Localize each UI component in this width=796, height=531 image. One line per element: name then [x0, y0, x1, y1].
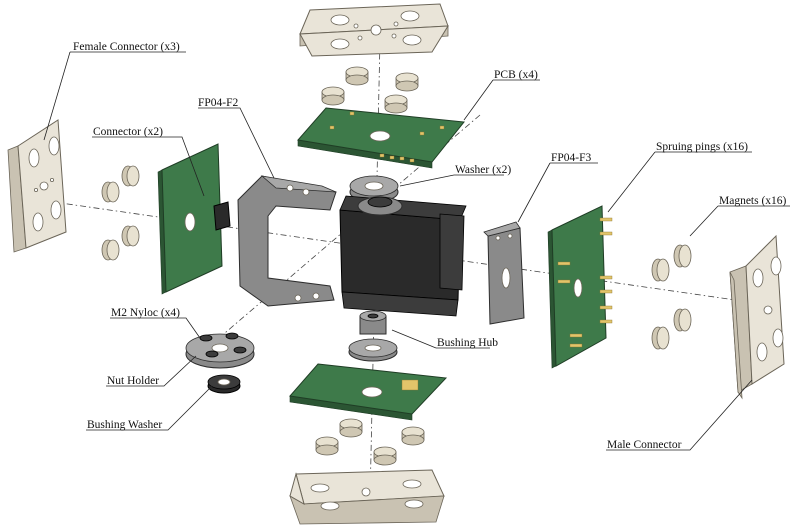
- label-female-connector: Female Connector (x3): [73, 41, 180, 53]
- bottom-female-connector-plate: [289, 469, 445, 525]
- label-nut-holder: Nut Holder: [107, 375, 160, 387]
- bushing-hub: [348, 310, 398, 362]
- left-pcb: [157, 143, 231, 295]
- right-magnets: [651, 244, 692, 350]
- right-pcb: [547, 205, 613, 369]
- label-connector: Connector (x2): [93, 126, 163, 138]
- label-m2-nyloc: M2 Nyloc (x4): [111, 307, 180, 319]
- top-female-connector-plate: [299, 3, 449, 57]
- top-pcb: [297, 107, 465, 169]
- label-bushing-washer: Bushing Washer: [87, 419, 163, 431]
- label-pcb: PCB (x4): [494, 69, 538, 81]
- top-magnets: [321, 66, 419, 114]
- bottom-magnets: [315, 418, 425, 466]
- label-spruing-pings: Spruing pings (x16): [656, 141, 748, 153]
- spruing-pins: [557, 217, 613, 348]
- label-male-connector: Male Connector: [607, 439, 682, 451]
- left-magnets: [101, 165, 140, 261]
- male-connector-plate: [729, 234, 785, 400]
- bushing-washer: [207, 374, 241, 394]
- fp04-f3-bracket: [483, 221, 525, 325]
- label-magnets: Magnets (x16): [719, 195, 787, 207]
- fp04-f2-bracket: [237, 175, 337, 307]
- nut-holder: [185, 332, 255, 369]
- label-bushing-hub: Bushing Hub: [437, 337, 499, 349]
- bottom-pcb: [289, 363, 448, 421]
- leader-lines: [43, 51, 790, 451]
- m2-nyloc-nuts: [199, 332, 247, 358]
- servo-motor: [339, 195, 467, 317]
- label-washer: Washer (x2): [455, 164, 512, 176]
- label-fp04-f2: FP04-F2: [198, 97, 239, 109]
- label-fp04-f3: FP04-F3: [551, 152, 592, 164]
- left-female-connector-plate: [7, 119, 67, 253]
